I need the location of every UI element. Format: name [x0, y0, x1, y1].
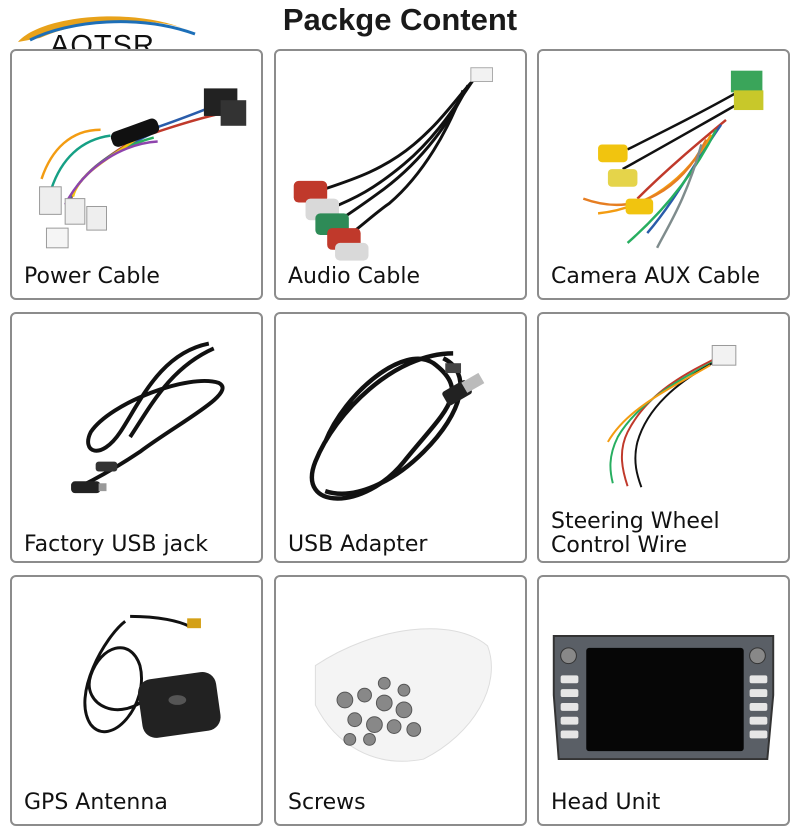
steering-wire-icon: [607, 344, 737, 488]
item-label: Steering Wheel Control Wire: [551, 509, 720, 558]
item-card-steering-wheel-control-wire: Steering Wheel Control Wire: [537, 312, 790, 563]
item-label: USB Adapter: [288, 532, 428, 557]
item-label: Camera AUX Cable: [551, 264, 760, 289]
power-cable-icon: [39, 88, 247, 249]
car-swoosh-icon: [18, 16, 196, 42]
item-label: GPS Antenna: [24, 790, 168, 815]
item-label: Head Unit: [551, 790, 661, 815]
item-card-head-unit: Head Unit: [537, 575, 790, 826]
item-card-audio-cable: Audio Cable: [274, 49, 527, 300]
page-title: Packge Content: [282, 2, 518, 37]
head-unit-icon: [552, 635, 775, 761]
item-card-screws: Screws: [274, 575, 527, 826]
usb-jack-icon: [71, 341, 225, 494]
item-label: Factory USB jack: [24, 532, 208, 557]
audio-cable-icon: [293, 67, 494, 261]
item-label: Power Cable: [24, 264, 160, 289]
gps-antenna-icon: [83, 614, 221, 738]
item-card-camera-aux-cable: Camera AUX Cable: [537, 49, 790, 300]
usb-adapter-icon: [309, 351, 485, 501]
item-card-usb-adapter: USB Adapter: [274, 312, 527, 563]
camera-aux-cable-icon: [582, 70, 764, 249]
item-card-factory-usb-jack: Factory USB jack: [10, 312, 263, 563]
screws-icon: [314, 628, 492, 762]
item-card-gps-antenna: GPS Antenna: [10, 575, 263, 826]
item-label: Screws: [288, 790, 366, 815]
item-card-power-cable: Power Cable: [10, 49, 263, 300]
item-label: Audio Cable: [288, 264, 420, 289]
